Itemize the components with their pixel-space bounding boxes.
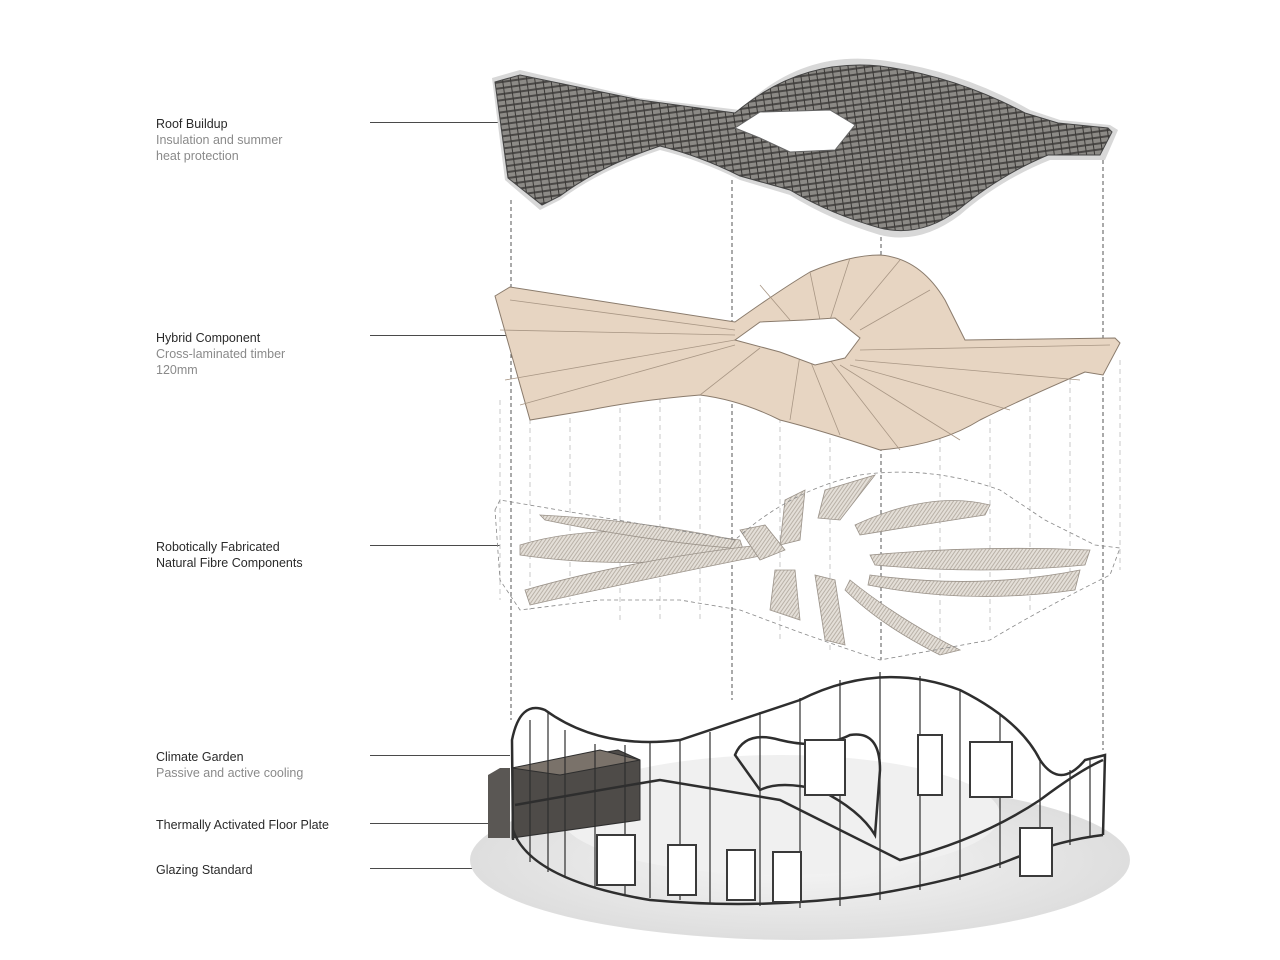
door-icon <box>596 834 636 886</box>
natural-fibre-layer <box>519 474 1091 656</box>
leader-line-fibre <box>370 545 500 546</box>
hybrid-component-layer <box>494 254 1121 451</box>
label-title: Hybrid Component <box>156 331 261 345</box>
label-title: Roof Buildup <box>156 117 228 131</box>
roof-oculus <box>733 109 856 153</box>
label-floor-plate: Thermally Activated Floor Plate <box>156 817 329 833</box>
label-title: Thermally Activated Floor Plate <box>156 818 329 832</box>
fibre-dashed-outline <box>494 471 1121 661</box>
leader-line-hybrid <box>370 335 555 336</box>
label-title-line2: Natural Fibre Components <box>156 556 303 570</box>
door-icon <box>667 844 697 896</box>
door-icon <box>917 734 943 796</box>
label-subtitle: heat protection <box>156 149 239 163</box>
door-icon <box>772 851 802 903</box>
doors <box>596 734 1053 903</box>
door-icon <box>804 739 846 796</box>
leader-line-glazing <box>370 868 550 869</box>
label-subtitle: 120mm <box>156 363 198 377</box>
clt-oculus <box>733 317 861 366</box>
label-subtitle: Insulation and summer <box>156 133 283 147</box>
roof-buildup-layer <box>492 58 1118 238</box>
label-hybrid-component: Hybrid Component Cross-laminated timber … <box>156 330 285 378</box>
door-icon <box>969 741 1013 798</box>
label-title: Climate Garden <box>156 750 244 764</box>
door-icon <box>1019 827 1053 877</box>
label-glazing-standard: Glazing Standard <box>156 862 253 878</box>
label-climate-garden: Climate Garden Passive and active coolin… <box>156 749 303 781</box>
door-icon <box>726 849 756 901</box>
leader-line-roof <box>370 122 498 123</box>
label-title: Glazing Standard <box>156 863 253 877</box>
label-title: Robotically Fabricated <box>156 540 280 554</box>
label-natural-fibre: Robotically Fabricated Natural Fibre Com… <box>156 539 303 571</box>
leader-line-climate <box>370 755 510 756</box>
label-subtitle: Cross-laminated timber <box>156 347 286 361</box>
alignment-lines <box>510 160 1104 750</box>
label-roof-buildup: Roof Buildup Insulation and summer heat … <box>156 116 282 164</box>
label-subtitle: Passive and active cooling <box>156 766 304 780</box>
